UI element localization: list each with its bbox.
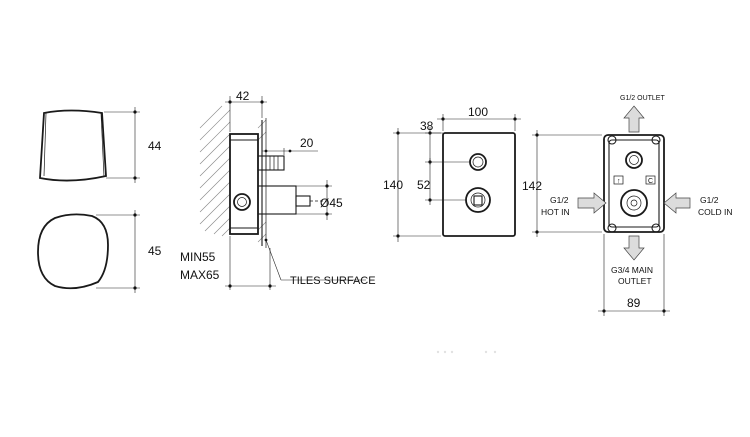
cover-plate-view: 100 38 52 140 [383, 105, 521, 242]
main-outlet-arrow [623, 235, 645, 261]
body-height-142: 142 [522, 179, 542, 193]
wall-hatching [199, 105, 267, 243]
handle-front-outline [37, 213, 109, 290]
handle-side-outline [39, 109, 107, 182]
valve-body-view: ↑ C G1/2 OUTLET G1/2 HOT IN G1/2 COLD IN… [522, 95, 732, 316]
section-depth-42: 42 [236, 89, 250, 103]
handle-height-45: 45 [148, 244, 162, 258]
body-width-89: 89 [627, 296, 641, 310]
scan-dots [436, 350, 497, 354]
cover-plate-outline [442, 132, 516, 237]
section-stem-20: 20 [300, 136, 314, 150]
section-view: 42 20 Ø45 MIN55 MAX65 TILES SURFACE [180, 89, 376, 290]
main-outlet-label: OUTLET [618, 276, 652, 286]
svg-text:C: C [648, 178, 653, 185]
top-outlet-label: G1/2 OUTLET [620, 95, 665, 102]
section-min-depth: MIN55 [180, 250, 216, 264]
valve-body-outline [603, 134, 665, 233]
plate-offset-38: 38 [420, 119, 434, 133]
section-diameter-45: Ø45 [320, 196, 343, 210]
hot-in-arrow [577, 192, 607, 214]
handle-view: 44 45 [37, 107, 162, 293]
main-outlet-size: G3/4 MAIN [611, 265, 653, 275]
handle-height-44: 44 [148, 139, 162, 153]
tiles-surface-label: TILES SURFACE [290, 275, 376, 287]
section-max-depth: MAX65 [180, 268, 220, 282]
cold-in-arrow [663, 192, 691, 214]
cold-in-size: G1/2 [700, 195, 719, 205]
cold-in-label: COLD IN [698, 207, 732, 217]
plate-height-140: 140 [383, 178, 403, 192]
hot-in-size: G1/2 [550, 195, 569, 205]
hot-in-label: HOT IN [541, 207, 570, 217]
top-outlet-arrow [623, 105, 645, 133]
svg-text:↑: ↑ [617, 178, 621, 185]
plate-width-100: 100 [468, 105, 488, 119]
plate-spacing-52: 52 [417, 178, 431, 192]
valve-body-section [229, 133, 259, 235]
